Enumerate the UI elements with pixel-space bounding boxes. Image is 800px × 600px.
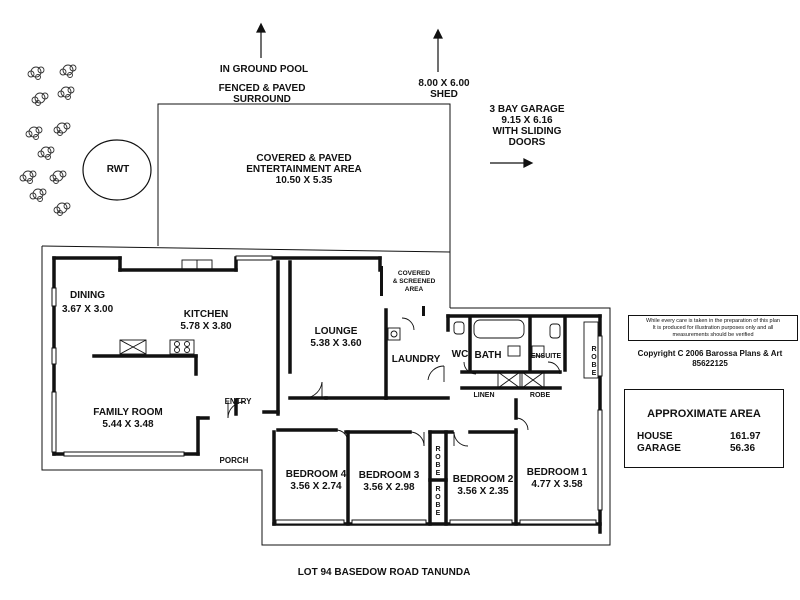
bedroom3-label: BEDROOM 3 (358, 470, 420, 481)
linen-label: LINEN (473, 392, 495, 399)
garage-label-line2: 9.15 X 6.16 (501, 115, 553, 126)
fenced-label: FENCED & PAVED (218, 83, 306, 94)
house-outer-boundary (41, 245, 611, 546)
windows (51, 255, 603, 525)
copyright-line1: Copyright C 2006 Barossa Plans & Art (637, 349, 783, 358)
laundry-label: LAUNDRY (391, 354, 441, 365)
porch-label: PORCH (219, 456, 249, 465)
rwt-label: RWT (106, 164, 130, 175)
robe-label-master: ROBE (591, 346, 597, 377)
bedroom4-label: BEDROOM 4 (285, 469, 347, 480)
garage-area-label: GARAGE (637, 443, 681, 454)
disclaimer-line1: While every care is taken in the prepara… (646, 318, 780, 324)
lot-address-label: LOT 94 BASEDOW ROAD TANUNDA (297, 567, 471, 578)
house-area-label: HOUSE (637, 431, 673, 442)
disclaimer-box: While every care is taken in the prepara… (628, 315, 798, 341)
garage-area-value: 56.36 (730, 443, 756, 454)
pool-label: IN GROUND POOL (219, 64, 309, 75)
kitchen-fixtures (119, 259, 213, 355)
wc-label: WC (451, 349, 469, 360)
bedroom1-size-label: 4.77 X 3.58 (531, 479, 583, 490)
disclaimer-line2: It is produced for illustration purposes… (652, 325, 774, 331)
dining-size-label: 3.67 X 3.00 (62, 304, 114, 315)
bath-label: BATH (474, 350, 502, 361)
robe-label-bed3: ROBE (435, 446, 441, 477)
shed-size-label: 8.00 X 6.00 (418, 78, 470, 89)
approximate-area-box: APPROXIMATE AREA HOUSE 161.97 GARAGE 56.… (624, 389, 784, 468)
entertainment-area-outline (157, 103, 451, 308)
bedroom2-size-label: 3.56 X 2.35 (457, 486, 509, 497)
disclaimer-line3: measurements should be verified (672, 332, 754, 338)
copyright-line2: 85622125 (692, 359, 728, 368)
garden-shrubs (19, 64, 77, 216)
entertainment-label-line1: COVERED & PAVED (256, 153, 352, 164)
kitchen-label: KITCHEN (183, 309, 229, 320)
garage-label-line4: DOORS (508, 137, 546, 148)
kitchen-size-label: 5.78 X 3.80 (180, 321, 232, 332)
ensuite-label: ENSUITE (530, 353, 562, 360)
robe-label-hall: ROBE (529, 392, 551, 399)
covered-label-line2: & SCREENED (392, 278, 436, 285)
surround-label: SURROUND (233, 94, 291, 105)
bedroom1-label: BEDROOM 1 (526, 467, 588, 478)
bedroom3-size-label: 3.56 X 2.98 (363, 482, 415, 493)
area-title: APPROXIMATE AREA (647, 408, 761, 420)
covered-label-line3: AREA (404, 286, 424, 293)
rain-water-tank-circle (82, 139, 152, 201)
garage-label-line1: 3 BAY GARAGE (489, 104, 565, 115)
family-room-size-label: 5.44 X 3.48 (102, 419, 154, 430)
family-room-label: FAMILY ROOM (93, 407, 163, 418)
entry-label: ENTRY (224, 397, 252, 406)
entertainment-label-line2: ENTERTAINMENT AREA (246, 164, 362, 175)
bedroom4-size-label: 3.56 X 2.74 (290, 481, 342, 492)
covered-area-posts (380, 266, 425, 316)
house-area-value: 161.97 (730, 431, 761, 442)
lounge-size-label: 5.38 X 3.60 (310, 338, 362, 349)
door-swings (227, 317, 561, 447)
entertainment-size-label: 10.50 X 5.35 (275, 175, 333, 186)
covered-label-line1: COVERED (397, 270, 431, 277)
robe-label-bed2: ROBE (435, 486, 441, 517)
lounge-label: LOUNGE (314, 326, 358, 337)
garage-direction-arrow (490, 158, 534, 168)
bathroom-fixtures (387, 319, 599, 389)
pool-direction-arrow (256, 22, 266, 58)
shed-label: SHED (430, 89, 458, 100)
dining-label: DINING (70, 290, 105, 301)
garage-label-line3: WITH SLIDING (492, 126, 562, 137)
bedroom2-label: BEDROOM 2 (452, 474, 514, 485)
shed-direction-arrow (433, 28, 443, 72)
